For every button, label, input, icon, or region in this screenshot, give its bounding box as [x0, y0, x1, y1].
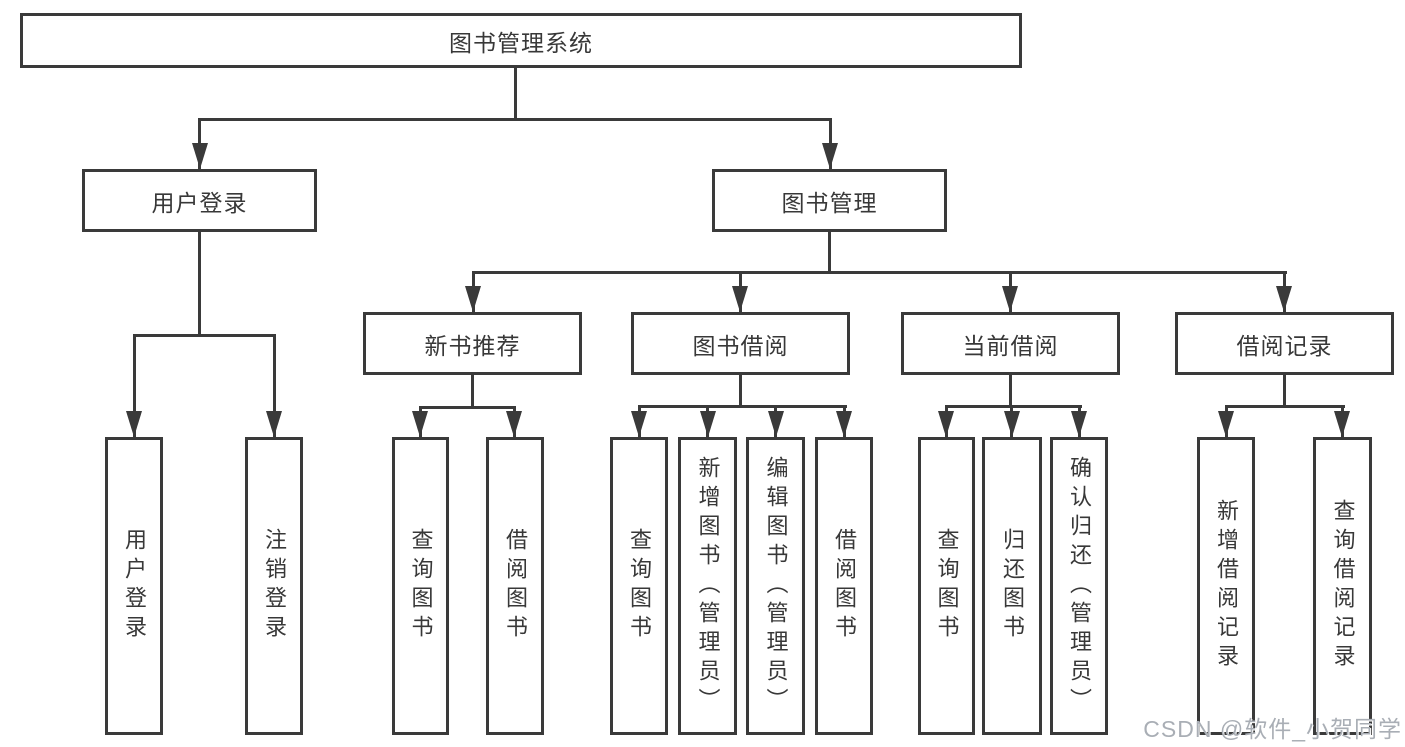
node-user-login-label: 用户登录 — [151, 189, 248, 216]
arrow-down-icon — [266, 411, 282, 437]
leaf-query-books-borrow-label: 查询图书 — [627, 528, 652, 644]
leaf-query-books-current-label: 查询图书 — [934, 528, 960, 644]
arrow-down-icon — [732, 286, 748, 312]
node-book-management: 图书管理 — [712, 169, 947, 232]
connector-line — [514, 66, 517, 119]
node-user-login: 用户登录 — [82, 169, 317, 232]
leaf-borrow-books-label: 借阅图书 — [832, 528, 857, 644]
leaf-add-books-admin-label: 新增图书（管理员） — [695, 455, 721, 717]
leaf-add-borrow-record-label: 新增借阅记录 — [1214, 499, 1239, 673]
arrow-down-icon — [506, 411, 522, 437]
leaf-borrow-books-recommend: 借阅图书 — [486, 437, 544, 735]
node-new-book-recommend: 新书推荐 — [363, 312, 582, 375]
leaf-query-books-current: 查询图书 — [918, 437, 975, 735]
node-new-book-recommend-label: 新书推荐 — [424, 332, 521, 359]
leaf-user-login: 用户登录 — [105, 437, 163, 735]
connector-line — [1283, 374, 1286, 407]
node-book-management-label: 图书管理 — [781, 189, 878, 216]
arrow-down-icon — [822, 143, 838, 169]
arrow-down-icon — [700, 411, 716, 437]
arrow-down-icon — [1276, 286, 1292, 312]
arrow-down-icon — [768, 411, 784, 437]
connector-line — [828, 231, 831, 273]
leaf-edit-books-admin-label: 编辑图书（管理员） — [763, 455, 789, 717]
leaf-user-login-label: 用户登录 — [122, 528, 147, 644]
arrow-down-icon — [192, 143, 208, 169]
connector-line — [472, 271, 1287, 274]
connector-line — [1009, 374, 1012, 407]
leaf-logout: 注销登录 — [245, 437, 303, 735]
leaf-query-borrow-record: 查询借阅记录 — [1313, 437, 1372, 735]
leaf-edit-books-admin: 编辑图书（管理员） — [746, 437, 805, 735]
leaf-confirm-return-admin: 确认归还（管理员） — [1050, 437, 1108, 735]
connector-line — [419, 406, 516, 409]
node-borrow-records-label: 借阅记录 — [1236, 332, 1333, 359]
connector-line — [198, 231, 201, 336]
arrow-down-icon — [465, 286, 481, 312]
leaf-query-books-recommend: 查询图书 — [392, 437, 449, 735]
arrow-down-icon — [836, 411, 852, 437]
leaf-logout-label: 注销登录 — [262, 528, 287, 644]
leaf-query-books-borrow: 查询图书 — [610, 437, 668, 735]
leaf-query-borrow-record-label: 查询借阅记录 — [1330, 499, 1356, 673]
leaf-add-books-admin: 新增图书（管理员） — [678, 437, 737, 735]
connector-line — [739, 374, 742, 407]
node-current-borrow: 当前借阅 — [901, 312, 1120, 375]
leaf-borrow-books: 借阅图书 — [815, 437, 873, 735]
arrow-down-icon — [1002, 286, 1018, 312]
node-borrow-records: 借阅记录 — [1175, 312, 1394, 375]
connector-line — [471, 374, 474, 408]
arrow-down-icon — [412, 411, 428, 437]
leaf-query-books-recommend-label: 查询图书 — [408, 528, 434, 644]
arrow-down-icon — [1004, 411, 1020, 437]
connector-line — [638, 405, 847, 408]
arrow-down-icon — [938, 411, 954, 437]
connector-line — [273, 334, 276, 437]
connector-line — [133, 334, 136, 437]
node-current-borrow-label: 当前借阅 — [962, 332, 1059, 359]
leaf-return-books-label: 归还图书 — [1000, 528, 1025, 644]
node-book-borrow: 图书借阅 — [631, 312, 850, 375]
connector-line — [133, 334, 276, 337]
node-root-label: 图书管理系统 — [449, 29, 593, 56]
node-book-borrow-label: 图书借阅 — [692, 332, 789, 359]
connector-line — [199, 118, 832, 121]
arrow-down-icon — [1334, 411, 1350, 437]
arrow-down-icon — [631, 411, 647, 437]
leaf-borrow-books-recommend-label: 借阅图书 — [503, 528, 528, 644]
node-root: 图书管理系统 — [20, 13, 1022, 68]
arrow-down-icon — [1071, 411, 1087, 437]
connector-line — [1225, 405, 1345, 408]
leaf-add-borrow-record: 新增借阅记录 — [1197, 437, 1255, 735]
connector-line — [945, 405, 1082, 408]
leaf-return-books: 归还图书 — [982, 437, 1042, 735]
leaf-confirm-return-admin-label: 确认归还（管理员） — [1067, 455, 1092, 717]
csdn-watermark: CSDN @软件_小贺同学 — [1143, 716, 1402, 742]
arrow-down-icon — [126, 411, 142, 437]
arrow-down-icon — [1218, 411, 1234, 437]
